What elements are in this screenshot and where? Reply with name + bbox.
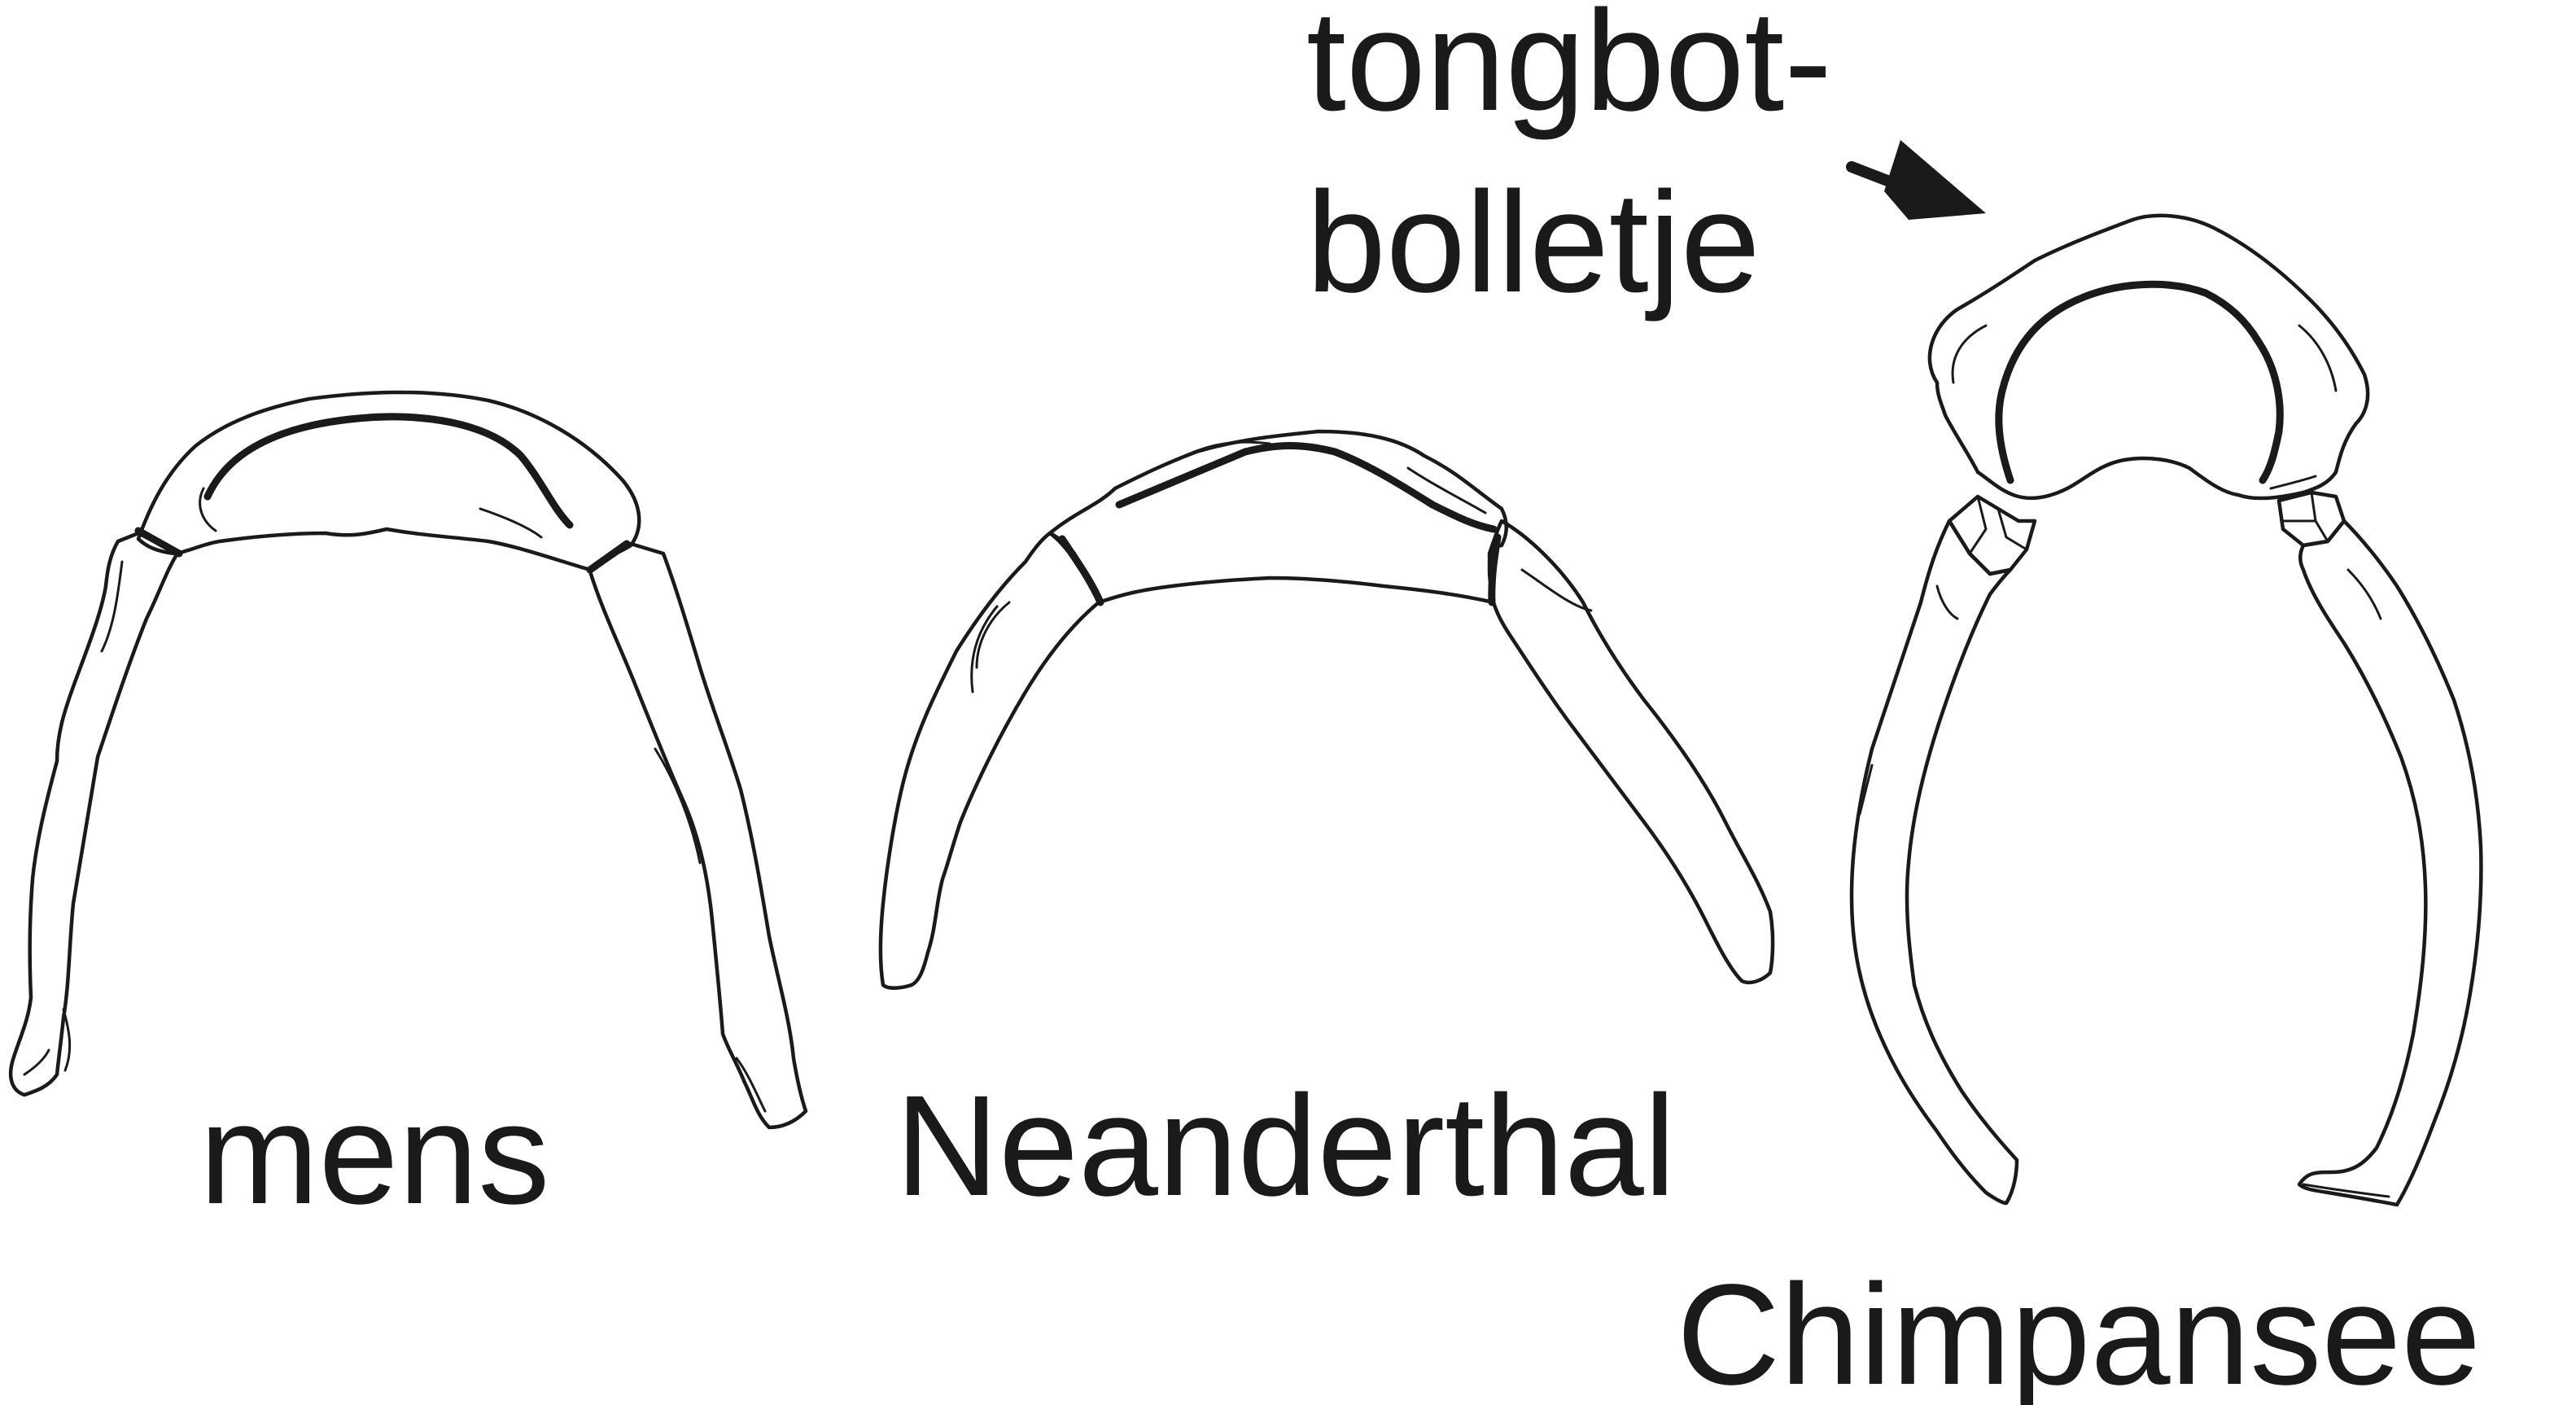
neanderthal-hyoid-left-horn-detail bbox=[970, 601, 1011, 694]
chimpanzee-hyoid-left-joint bbox=[1947, 494, 2037, 576]
chimpanzee-hyoid-right-horn-detail bbox=[2302, 568, 2390, 1198]
chimpanzee-hyoid-bulla-rim bbox=[1995, 280, 2284, 484]
neanderthal-hyoid-right-horn-detail bbox=[1520, 568, 1593, 612]
chimpanzee-hyoid-bulla bbox=[1927, 213, 2370, 501]
arrow-head bbox=[1884, 140, 1986, 220]
neanderthal-hyoid-left-horn bbox=[878, 531, 1101, 990]
chimpanzee-hyoid-left-horn-detail bbox=[1858, 584, 1959, 816]
neanderthal-hyoid-body-thick-edge bbox=[1115, 442, 1498, 533]
chimpanzee-hyoid-left-joint-detail bbox=[1968, 495, 2028, 555]
human-hyoid-right-horn-detail bbox=[654, 747, 767, 1113]
human-hyoid-left-horn bbox=[8, 531, 180, 1097]
label-neanderthal: Neanderthal bbox=[895, 1066, 1676, 1226]
chimpanzee-hyoid-bulla-detail bbox=[1951, 324, 2338, 490]
human-hyoid-body-thick-edge bbox=[203, 413, 574, 529]
tongbot-bolletje-arrow bbox=[1846, 140, 1986, 220]
neanderthal-hyoid-body-detail bbox=[1187, 440, 1487, 514]
chimpanzee-hyoid-right-joint-detail bbox=[2281, 491, 2329, 543]
human-hyoid-left-horn-detail bbox=[23, 560, 124, 1076]
neanderthal-hyoid-body bbox=[1047, 429, 1508, 605]
human-hyoid-drawing bbox=[8, 390, 808, 1130]
label-annotation-line2: bolletje bbox=[1306, 163, 1760, 322]
label-chimpanzee: Chimpansee bbox=[1677, 1255, 2481, 1405]
chimpanzee-hyoid-right-horn bbox=[2297, 519, 2483, 1207]
neanderthal-hyoid-right-horn bbox=[1487, 519, 1775, 985]
chimpanzee-hyoid-drawing bbox=[1849, 213, 2483, 1207]
neanderthal-hyoid-drawing bbox=[878, 429, 1775, 990]
label-annotation-line1: tongbot- bbox=[1306, 0, 1832, 141]
chimpanzee-hyoid-left-horn bbox=[1849, 519, 2019, 1206]
human-hyoid-body-detail bbox=[199, 487, 543, 539]
label-human: mens bbox=[199, 1075, 549, 1234]
human-hyoid-right-horn bbox=[588, 541, 808, 1130]
